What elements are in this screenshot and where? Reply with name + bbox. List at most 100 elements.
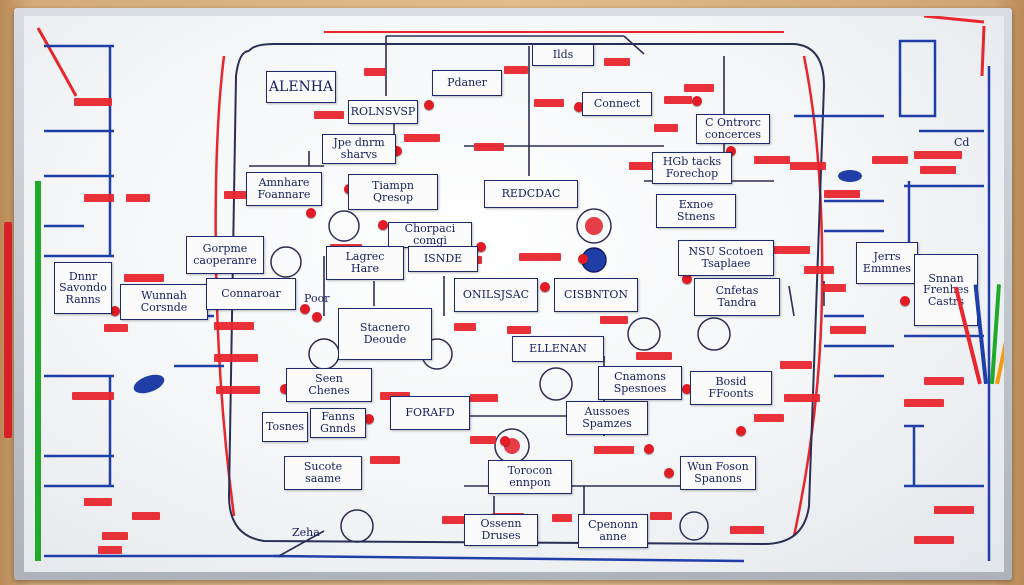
red-tape [780, 361, 812, 369]
red-tape [474, 143, 504, 151]
note-card[interactable]: Ossenn Druses [464, 514, 538, 546]
red-tape [604, 58, 630, 66]
note-card[interactable]: Wun Foson Spanons [680, 456, 756, 490]
handwritten-label: Poor [304, 292, 330, 305]
red-tape [774, 246, 810, 254]
red-corner-stroke [36, 27, 78, 97]
red-tape [914, 536, 954, 544]
note-card[interactable]: Bosid FFoonts [690, 371, 772, 405]
push-pin [900, 296, 910, 306]
note-card[interactable]: Chorpaci comgi [388, 222, 472, 248]
red-tape [684, 84, 714, 92]
note-card[interactable]: CISBNTON [554, 278, 638, 312]
red-tape [730, 526, 764, 534]
red-tape [654, 124, 678, 132]
note-card[interactable]: Sucote saame [284, 456, 362, 490]
note-card[interactable]: Wunnah Corsnde [120, 284, 208, 320]
note-card[interactable]: Torocon ennpon [488, 460, 572, 494]
note-card[interactable]: Connect [582, 92, 652, 116]
red-tape [924, 377, 964, 385]
red-tape [364, 68, 386, 76]
note-card[interactable]: Cnamons Spesnoes [598, 366, 682, 400]
red-tape [920, 166, 956, 174]
red-tape [754, 414, 784, 422]
red-tape [904, 399, 944, 407]
red-tape [650, 512, 672, 520]
note-card[interactable]: Tosnes [262, 412, 308, 442]
red-tape [507, 326, 531, 334]
push-pin [500, 436, 510, 446]
push-pin [300, 304, 310, 314]
red-tape [804, 266, 834, 274]
red-tape [404, 134, 440, 142]
red-tape [104, 324, 128, 332]
note-card[interactable]: Lagrec Hare [326, 246, 404, 280]
red-tape [600, 316, 628, 324]
push-pin [378, 220, 388, 230]
red-tape [72, 392, 114, 400]
red-tape [830, 326, 866, 334]
red-tape [124, 274, 164, 282]
note-card[interactable]: Exnoe Stnens [656, 194, 736, 228]
push-pin [644, 444, 654, 454]
push-pin [312, 312, 322, 322]
red-tape [84, 194, 114, 202]
note-card[interactable]: Snnan Frenhes Castrs [914, 254, 978, 326]
note-card[interactable]: ISNDE [408, 246, 478, 272]
push-pin [476, 242, 486, 252]
red-tape [534, 99, 564, 107]
note-card[interactable]: FORAFD [390, 396, 470, 430]
red-tape [824, 190, 860, 198]
red-tape [594, 446, 634, 454]
note-card[interactable]: ROLNSVSP [348, 100, 418, 124]
note-card[interactable]: Amnhare Foannare [246, 172, 322, 206]
push-pin [682, 384, 692, 394]
red-tape [454, 323, 476, 331]
red-tape [74, 98, 112, 106]
note-card[interactable]: Cpenonn anne [578, 514, 648, 548]
red-tape [126, 194, 150, 202]
note-card[interactable]: Connaroar [206, 278, 296, 310]
red-tape [216, 386, 260, 394]
note-card[interactable]: Stacnero Deoude [338, 308, 432, 360]
note-card[interactable]: ALENHA [266, 71, 336, 103]
note-card[interactable]: Cnfetas Tandra [694, 278, 780, 316]
note-card[interactable]: Jpe dnrm sharvs [322, 134, 396, 164]
red-tape [784, 394, 820, 402]
note-card[interactable]: C Ontrorc concerces [696, 114, 770, 144]
note-card[interactable]: REDCDAC [484, 180, 578, 208]
push-pin [664, 468, 674, 478]
note-card[interactable]: Pdaner [432, 70, 502, 96]
push-pin [726, 146, 736, 156]
push-pin [392, 146, 402, 156]
red-tape [552, 514, 572, 522]
note-card[interactable]: Gorpme caoperanre [186, 236, 264, 274]
note-card[interactable]: Ilds [532, 44, 594, 66]
push-pin [692, 96, 702, 106]
push-pin [574, 102, 584, 112]
note-card[interactable]: NSU Scotoen Tsaplaee [678, 240, 774, 276]
note-card[interactable]: HGb tacks Forechop [652, 152, 732, 184]
note-card[interactable]: ELLENAN [512, 336, 604, 362]
pencil-cup [953, 274, 1004, 385]
note-card[interactable]: Jerrs Emmnes [856, 242, 918, 284]
red-tape [84, 498, 112, 506]
push-pin [736, 426, 746, 436]
red-tape [519, 253, 561, 261]
red-tape [370, 456, 400, 464]
red-tape [214, 354, 258, 362]
red-tape [214, 322, 254, 330]
note-card[interactable]: Aussoes Spamzes [566, 401, 648, 435]
note-card[interactable]: Tiampn Qresop [348, 174, 438, 210]
note-card[interactable]: Fanns Gnnds [310, 408, 366, 438]
red-tape [636, 352, 672, 360]
red-tape [442, 516, 466, 524]
handwritten-label: Zeha [292, 526, 320, 539]
note-card[interactable]: Seen Chenes [286, 368, 372, 402]
note-card[interactable]: ONILSJSAC [454, 278, 538, 312]
red-tape [914, 151, 962, 159]
red-tape [132, 512, 160, 520]
central-frame-line [227, 43, 826, 546]
note-card[interactable]: Dnnr Savondo Ranns [54, 262, 112, 314]
